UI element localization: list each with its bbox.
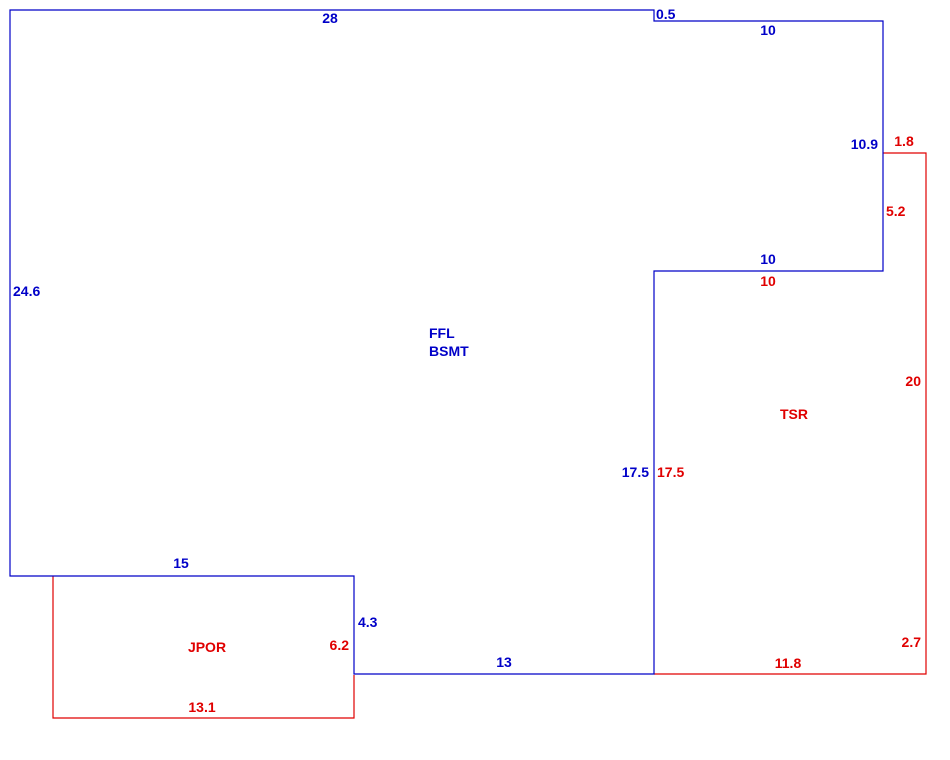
main-area-name-line1: FFL — [429, 325, 455, 341]
main-area-outline — [9, 9, 884, 675]
tsr-outline — [654, 152, 927, 675]
dim-main-top-right: 10 — [760, 22, 776, 38]
dim-tsr-left: 17.5 — [657, 464, 684, 480]
dim-tsr-right: 20 — [905, 373, 921, 389]
dim-main-step: 0.5 — [656, 6, 676, 22]
main-area-name-line2: BSMT — [429, 343, 469, 359]
dim-main-bottom: 13 — [496, 654, 512, 670]
dim-jpor-right: 6.2 — [330, 637, 350, 653]
tsr-name: TSR — [780, 406, 808, 422]
dim-main-notch-top: 10 — [760, 251, 776, 267]
dim-jpor-bottom: 13.1 — [188, 699, 215, 715]
dim-main-jpor-side: 4.3 — [358, 614, 378, 630]
jpor-outline — [52, 576, 355, 719]
jpor-name: JPOR — [188, 639, 226, 655]
dim-tsr-bottom: 11.8 — [775, 655, 802, 671]
dim-main-inner-vertical: 17.5 — [622, 464, 649, 480]
dim-tsr-right-lower: 2.7 — [902, 634, 922, 650]
dim-main-jpor-top: 15 — [173, 555, 189, 571]
dim-main-right-upper: 10.9 — [851, 136, 878, 152]
dim-main-top: 28 — [322, 10, 338, 26]
dim-tsr-right-upper: 5.2 — [886, 203, 906, 219]
dim-main-left: 24.6 — [13, 283, 40, 299]
dim-tsr-top-short: 1.8 — [894, 133, 914, 149]
dim-tsr-top-inner: 10 — [760, 273, 776, 289]
